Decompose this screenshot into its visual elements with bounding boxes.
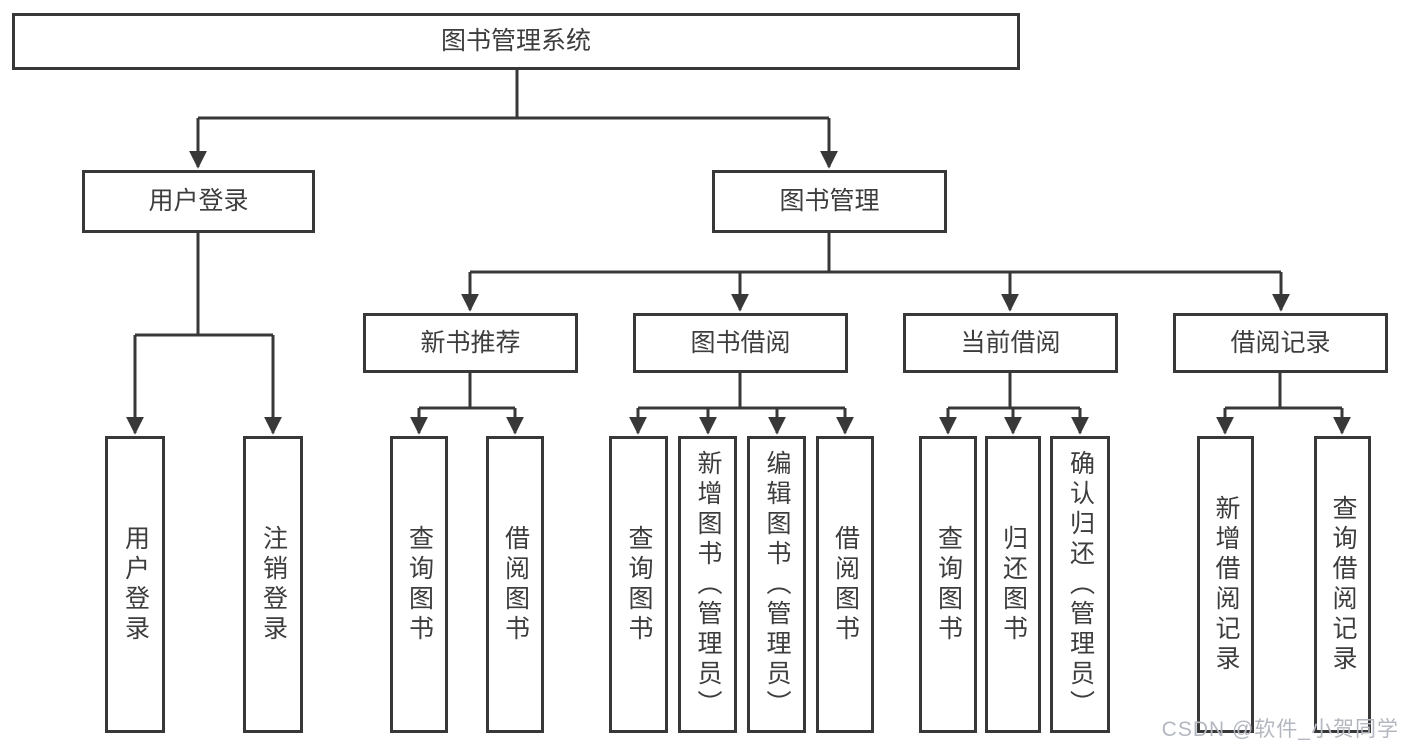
- node-label: 编辑图书（管理员）: [763, 449, 791, 720]
- node-leaf-user-login: 用户登录: [105, 436, 165, 733]
- node-leaf-rec-borrow-books: 借阅图书: [486, 436, 544, 733]
- node-label: 确认归还（管理员）: [1066, 449, 1095, 720]
- node-label: 查询图书: [405, 524, 434, 645]
- node-leaf-br-query-record: 查询借阅记录: [1314, 436, 1371, 733]
- connector-root-trunk: [198, 70, 829, 120]
- node-label: 图书管理: [779, 187, 880, 215]
- node-label: 归还图书: [999, 524, 1028, 645]
- node-leaf-bb-edit-books-admin: 编辑图书（管理员）: [747, 436, 806, 733]
- node-label: 查询图书: [934, 524, 963, 645]
- connector-current-borrow-trunk: [948, 373, 1080, 410]
- connector-book-mgmt-trunk: [470, 233, 1281, 274]
- node-borrow-records: 借阅记录: [1173, 313, 1388, 373]
- node-new-book-recommendation: 新书推荐: [363, 313, 578, 373]
- node-label: 图书管理系统: [440, 27, 591, 55]
- node-label: 查询借阅记录: [1329, 494, 1357, 675]
- node-label: 借阅记录: [1230, 328, 1331, 357]
- csdn-watermark: CSDN @软件_小贺同学: [1161, 718, 1399, 741]
- node-leaf-logout: 注销登录: [243, 436, 303, 733]
- node-label: 用户登录: [148, 187, 249, 215]
- node-leaf-cb-confirm-return-admin: 确认归还（管理员）: [1050, 436, 1110, 733]
- node-label: 借阅图书: [831, 524, 860, 645]
- node-leaf-bb-query-books: 查询图书: [609, 436, 668, 733]
- connector-user-login-trunk: [135, 233, 273, 337]
- node-label: 借阅图书: [501, 524, 530, 645]
- node-leaf-cb-return-books: 归还图书: [985, 436, 1041, 733]
- node-book-borrowing: 图书借阅: [633, 313, 848, 373]
- node-book-management: 图书管理: [712, 170, 947, 233]
- node-leaf-br-add-record: 新增借阅记录: [1197, 436, 1254, 733]
- node-label: 图书借阅: [690, 328, 791, 357]
- node-label: 当前借阅: [960, 328, 1061, 357]
- connector-book-borrow-trunk: [638, 373, 845, 410]
- node-leaf-bb-borrow-books: 借阅图书: [816, 436, 874, 733]
- node-label: 新增借阅记录: [1212, 494, 1240, 675]
- connector-new-book-rec-trunk: [419, 373, 515, 410]
- node-leaf-bb-add-books-admin: 新增图书（管理员）: [678, 436, 737, 733]
- node-library-system: 图书管理系统: [12, 13, 1020, 70]
- node-label: 新书推荐: [420, 328, 521, 357]
- node-label: 查询图书: [625, 524, 653, 645]
- node-current-borrowing: 当前借阅: [903, 313, 1118, 373]
- node-label: 新增图书（管理员）: [694, 449, 722, 720]
- node-leaf-cb-query-books: 查询图书: [919, 436, 977, 733]
- connector-borrow-records-trunk: [1225, 373, 1342, 410]
- node-label: 用户登录: [121, 524, 150, 645]
- node-user-login: 用户登录: [82, 170, 315, 233]
- node-leaf-rec-query-books: 查询图书: [390, 436, 448, 733]
- node-label: 注销登录: [259, 524, 288, 645]
